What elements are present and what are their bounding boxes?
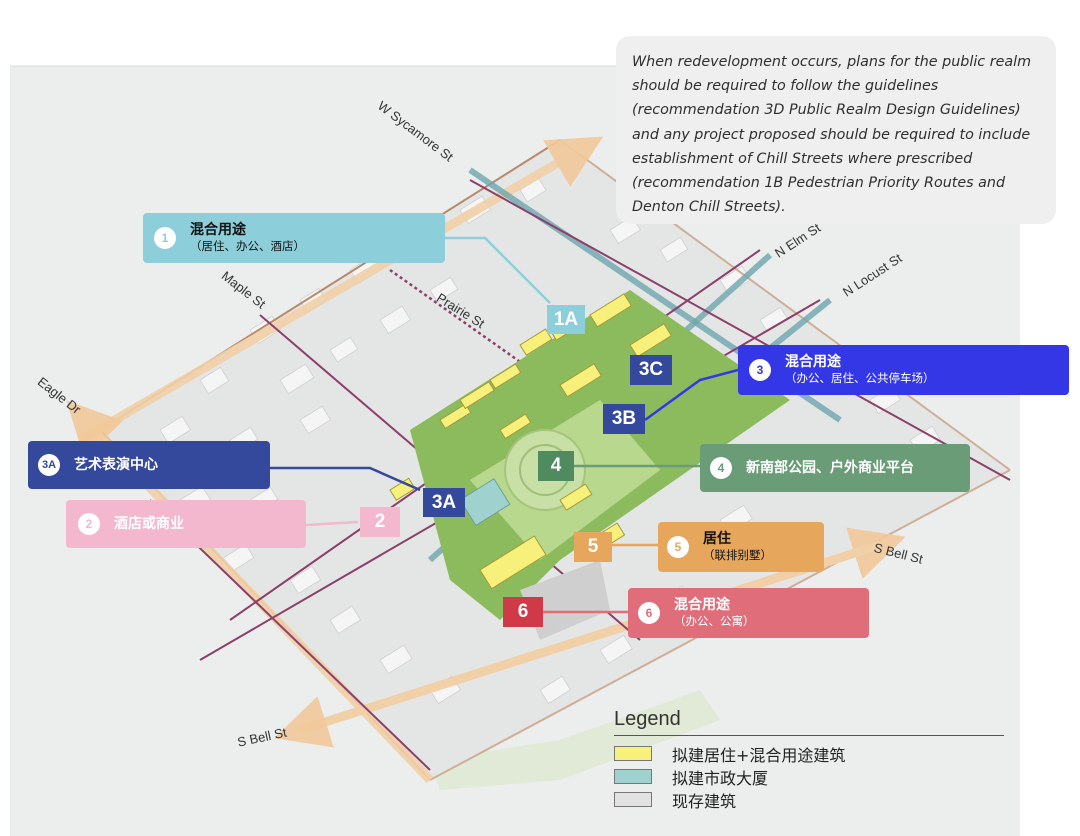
callout-6-mixed-use: 6 混合用途 （办公、公寓）: [628, 588, 869, 638]
guideline-note: When redevelopment occurs, plans for the…: [616, 36, 1056, 224]
callout-number-badge: 1: [154, 227, 176, 249]
callout-title: 混合用途: [785, 354, 841, 370]
callout-subtitle: （办公、居住、公共停车场）: [785, 371, 935, 385]
map-tag-6: 6: [503, 597, 543, 627]
legend-item: 拟建居住+混合用途建筑: [614, 744, 1004, 765]
legend-label: 拟建市政大厦: [672, 768, 769, 788]
map-tag-1a: 1A: [547, 305, 585, 334]
callout-title: 艺术表演中心: [74, 456, 158, 473]
callout-3-mixed-use: 3 混合用途 （办公、居住、公共停车场）: [738, 345, 1069, 395]
legend-swatch-yellow: [614, 746, 652, 761]
callout-subtitle: （联排别墅）: [703, 548, 772, 562]
legend-label: 现存建筑: [672, 791, 737, 811]
legend-item: 拟建市政大厦: [614, 767, 1004, 788]
callout-3a-performing-arts: 3A 艺术表演中心: [28, 441, 270, 489]
map-tag-3a: 3A: [423, 488, 465, 517]
callout-number-badge: 5: [667, 536, 689, 558]
legend-item: 现存建筑: [614, 790, 1004, 811]
callout-subtitle: （居住、办公、酒店）: [190, 239, 305, 253]
callout-number-badge: 2: [78, 513, 100, 535]
legend-title: Legend: [614, 708, 1004, 736]
callout-4-south-park: 4 新南部公园、户外商业平台: [700, 444, 970, 492]
callout-1-mixed-use: 1 混合用途 （居住、办公、酒店）: [143, 213, 445, 263]
callout-title: 居住: [703, 531, 731, 547]
civic-building: [459, 478, 511, 527]
callout-number-badge: 4: [710, 457, 732, 479]
callout-title: 混合用途: [190, 222, 246, 238]
callout-5-townhouse: 5 居住 （联排别墅）: [658, 522, 824, 572]
callout-number-badge: 6: [638, 602, 660, 624]
callout-title: 混合用途: [674, 597, 730, 613]
callout-number-badge: 3A: [38, 454, 60, 476]
legend-label: 拟建居住+混合用途建筑: [672, 745, 846, 765]
legend-swatch-teal: [614, 769, 652, 784]
map-tag-4: 4: [538, 451, 574, 481]
legend: Legend 拟建居住+混合用途建筑 拟建市政大厦 现存建筑: [614, 708, 1004, 811]
map-tag-2: 2: [360, 507, 400, 537]
map-tag-3b: 3B: [603, 404, 645, 434]
callout-title: 新南部公园、户外商业平台: [746, 459, 914, 476]
callout-number-badge: 3: [749, 359, 771, 381]
legend-swatch-gray: [614, 792, 652, 807]
callout-2-hotel-commercial: 2 酒店或商业: [66, 500, 306, 548]
callout-subtitle: （办公、公寓）: [674, 614, 755, 628]
map-tag-3c: 3C: [630, 355, 672, 385]
map-tag-5: 5: [574, 532, 612, 562]
callout-title: 酒店或商业: [114, 515, 184, 532]
